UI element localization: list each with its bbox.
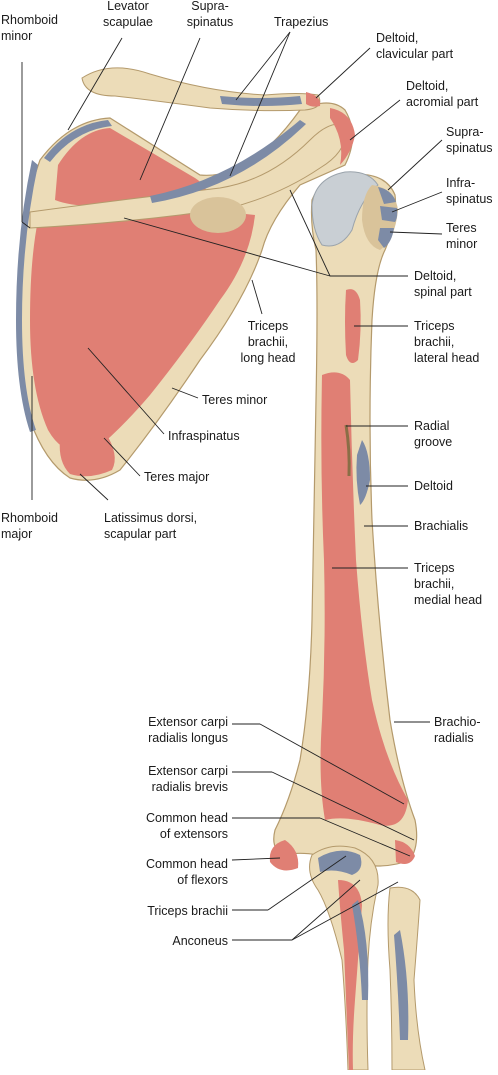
label-triceps-brachii: Triceps brachii [147,904,228,918]
leader-levator [67,37,123,131]
label-common-extensors: Common head of extensors [146,811,228,841]
leader-teres-minor-right [389,231,443,235]
leader-anconeus-c [291,881,399,941]
label-latissimus: Latissimus dorsi, scapular part [104,511,198,541]
leader-supraspinatus-top [139,37,201,181]
label-triceps-medial: Triceps brachii, medial head [414,561,483,607]
infraspinatus-insertion [380,206,398,222]
radial-groove-line [344,424,351,477]
leader-extensors-b [319,817,411,857]
leader-anconeus-b [291,879,361,941]
supraspinatus-insertion [378,187,396,204]
label-teres-minor-right: Teres minor [446,221,478,251]
leader-infraspinatus-mid [87,347,165,435]
leader-trapezius-b [229,31,291,177]
leader-deltoid-clav [315,47,371,99]
label-rhomboid-minor: Rhomboid minor [1,13,58,43]
label-triceps-long: Triceps brachii, long head [240,319,296,365]
leader-supraspinatus-right [387,139,443,191]
triceps-medial-origin [320,372,408,826]
leader-teres-major [103,437,141,477]
label-deltoid-acromial: Deltoid, acromial part [406,79,479,109]
glenoid-fossa [190,197,246,233]
label-triceps-lateral: Triceps brachii, lateral head [414,319,480,365]
medial-epicondyle [269,840,299,871]
leader-teres-minor-mid [171,387,199,399]
clavicle [81,67,321,112]
supraspinatus-origin [55,128,207,206]
label-levator-scapulae: Levator scapulae [102,0,154,29]
leader-deltoid-spinal-b [123,217,331,277]
infraspinatus-origin [30,211,255,453]
label-supraspinatus-top: Supra- spinatus [186,0,234,29]
teres-major-origin [59,432,115,477]
leader-triceps-brachii-b [267,855,347,911]
label-brachioradialis: Brachio- radialis [434,715,481,745]
spine-blue-edge [150,120,306,203]
label-teres-major: Teres major [144,470,210,484]
leader-ecrl-b [259,723,405,805]
label-rhomboid-major: Rhomboid major [1,511,58,541]
label-supraspinatus-right: Supra- spinatus [446,125,493,155]
teres-minor-insertion [378,228,394,248]
radius-blue-strip [394,930,409,1040]
leader-deltoid-spinal-c [289,189,331,277]
label-deltoid-clavicular: Deltoid, clavicular part [376,31,454,61]
deltoid-clavicular-origin [306,92,321,107]
label-ecrb: Extensor carpi radialis brevis [148,764,228,794]
leader-flexors [231,857,281,861]
scapula [16,102,355,481]
rhomboid-insertion-strip [16,160,38,432]
label-brachialis: Brachialis [414,519,469,533]
levator-insertion-strip [44,120,112,162]
label-ecrl: Extensor carpi radialis longus [148,715,228,745]
label-infraspinatus-mid: Infraspinatus [168,429,240,443]
humeral-head-cartilage [311,171,379,247]
label-common-flexors: Common head of flexors [146,857,228,887]
leader-deltoid-acrom [349,99,401,141]
ulna-triceps-insertion [318,850,362,875]
label-radial-groove: Radial groove [414,419,453,449]
leader-rhomboid-minor-tip [21,221,31,229]
label-deltoid-spinal: Deltoid, spinal part [414,269,472,299]
humerus [269,171,418,871]
triceps-lateral-origin [345,289,361,364]
leader-trapezius-a [235,31,291,101]
label-deltoid-right: Deltoid [414,479,453,493]
label-teres-minor-mid: Teres minor [202,393,268,407]
leader-infraspinatus-right [391,191,443,213]
deltoid-insertion [356,440,370,505]
leader-lines [21,31,443,941]
lateral-epicondyle [395,840,415,864]
label-anconeus: Anconeus [172,934,228,948]
ulna-blue-strip [352,900,369,1000]
acromion-deltoid-origin [330,108,355,165]
leader-latissimus [79,473,109,501]
forearm [309,845,426,1071]
label-infraspinatus-right: Infra- spinatus [446,176,493,206]
label-trapezius: Trapezius [274,15,329,29]
leader-ecrb-b [271,771,415,841]
leader-triceps-long [251,279,263,315]
ulna [309,845,379,1071]
